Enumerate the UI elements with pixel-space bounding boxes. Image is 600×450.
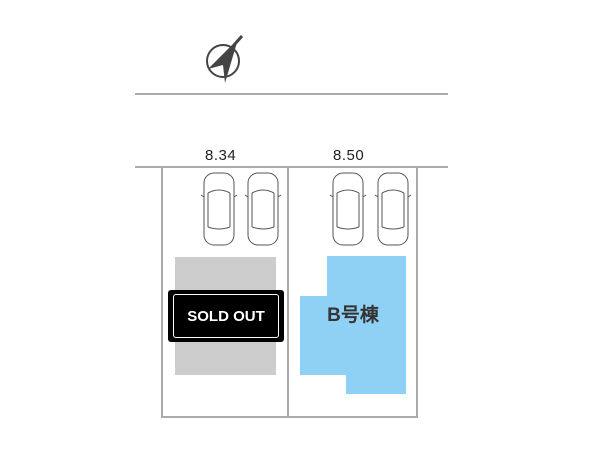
lot-b-frontage: 8.50	[333, 147, 365, 164]
car-icon	[244, 172, 282, 246]
lot-a-frontage: 8.34	[205, 147, 237, 164]
car-icon	[329, 172, 367, 246]
car-icon	[374, 172, 412, 246]
lot-boundary-left	[161, 166, 163, 418]
lot-boundary-middle	[287, 166, 289, 418]
lot-b-building-wing	[300, 296, 328, 375]
sold-out-badge: SOLD OUT	[168, 290, 284, 342]
road-line	[135, 93, 448, 95]
lot-b-building[interactable]	[327, 256, 406, 375]
north-arrow-icon	[206, 35, 244, 83]
lot-b-label: B号棟	[327, 305, 379, 326]
sold-out-label: SOLD OUT	[173, 294, 279, 338]
road-boundary	[135, 166, 448, 168]
lot-boundary-bottom	[161, 416, 418, 418]
car-icon	[200, 172, 238, 246]
lot-b-building-annex	[346, 374, 406, 394]
lot-boundary-right	[416, 166, 418, 418]
